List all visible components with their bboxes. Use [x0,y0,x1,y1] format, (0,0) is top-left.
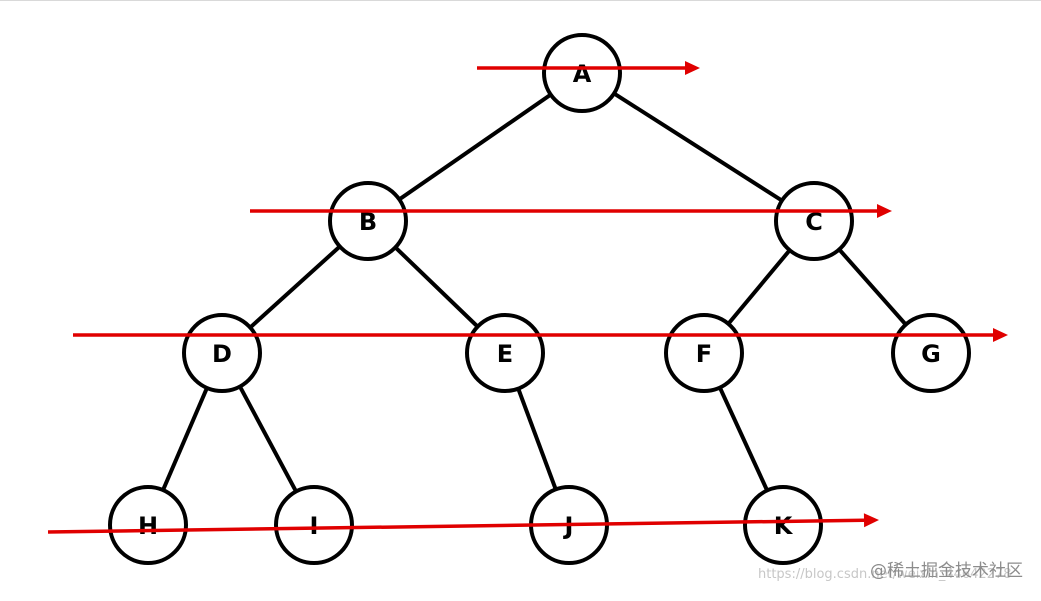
level-4-scan-arrow [47,513,879,534]
node-circle [108,485,188,565]
node-circle [274,485,354,565]
node-circle [743,485,823,565]
node-circle [542,33,622,113]
edge-a-c [580,71,816,223]
node-label: E [497,340,513,368]
node-label: K [774,512,794,540]
url-watermark: https://blog.csdn.net/weixin_44642278 [758,567,1012,582]
tree-node-h: H [108,485,188,565]
tree-node-b: B [328,181,408,261]
node-label: C [805,208,823,236]
node-label: G [921,340,941,368]
site-watermark: @稀土掘金技术社区 [870,561,1023,581]
level-2-scan-arrow [250,204,892,218]
tree-node-e: E [465,313,545,393]
tree-node-d: D [182,313,262,393]
level-3-scan-arrow [73,328,1008,342]
level-order-arrows-layer [47,61,1008,534]
tree-node-k: K [743,485,823,565]
arrow-head-icon [877,204,892,218]
tree-node-c: C [774,181,854,261]
tree-node-i: I [274,485,354,565]
tree-node-a: A [542,33,622,113]
node-circle [328,181,408,261]
node-label: B [359,208,377,236]
edges-layer [146,71,933,526]
tree-node-f: F [664,313,744,393]
node-circle [774,181,854,261]
level-1-scan-arrow [477,61,700,75]
node-label: D [212,340,232,368]
scan-arrow-shaft [47,518,865,534]
node-label: I [310,512,319,540]
arrow-head-icon [863,513,879,528]
tree-node-g: G [891,313,971,393]
nodes-layer: ABCDEFGHIJK [108,33,971,565]
node-label: F [696,340,712,368]
arrow-head-icon [685,61,700,75]
node-label: A [573,60,592,88]
edge-a-b [366,71,584,223]
node-label: H [138,512,158,540]
arrow-head-icon [993,328,1008,342]
